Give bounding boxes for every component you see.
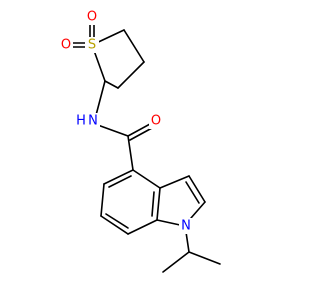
bond-inner-c3-c2-pyrrole bbox=[185, 181, 200, 204]
bond-n-c-carbonyl bbox=[94, 123, 129, 137]
structure-drawing: S O O N H O N bbox=[59, 9, 221, 273]
atom-oxygen-sulfonyl-left: O bbox=[61, 38, 71, 53]
bond-c5-c6 bbox=[100, 183, 105, 217]
atom-amide-hydrogen: H bbox=[76, 114, 86, 129]
bond-n1-ch bbox=[185, 231, 190, 253]
atom-amide-oxygen: O bbox=[151, 114, 161, 129]
bond-c-carbonyl-c4 bbox=[127, 135, 134, 171]
bond-c4-c3 bbox=[117, 61, 145, 89]
bonds bbox=[71, 23, 221, 273]
bond-c2-n1 bbox=[190, 201, 206, 219]
bond-c3a-c4 bbox=[132, 169, 161, 189]
bond-c7-c7a bbox=[127, 219, 158, 235]
atom-oxygen-sulfonyl-top: O bbox=[87, 10, 97, 25]
bond-c3-c2 bbox=[104, 80, 119, 89]
bond-inner-c4-c5 bbox=[108, 175, 132, 188]
atom-indole-nitrogen: N bbox=[181, 219, 191, 234]
bond-ch-ch3-left bbox=[162, 251, 190, 273]
atom-sulfur: S bbox=[88, 38, 96, 53]
bond-c4-c5 bbox=[103, 169, 134, 185]
bond-ch-ch3-right bbox=[188, 251, 221, 265]
bond-inner-c6-c7 bbox=[105, 213, 129, 229]
bond-c-o-b bbox=[129, 127, 153, 141]
bond-c5-c4 bbox=[123, 29, 145, 63]
bond-c6-c7 bbox=[100, 215, 129, 235]
bond-c3-n bbox=[94, 80, 106, 120]
bond-c-o-a bbox=[127, 123, 151, 137]
bond-n1-c7a bbox=[156, 219, 181, 226]
bond-c7a-c3a bbox=[156, 187, 161, 221]
molecule-diagram: S O O N H O N bbox=[59, 9, 221, 273]
atom-amide-nitrogen: N bbox=[88, 114, 98, 129]
bond-c3-c2-pyrrole bbox=[188, 175, 206, 203]
atom-labels: S O O N H O N bbox=[59, 9, 193, 234]
bond-inner-c7a-c3a bbox=[151, 191, 155, 217]
bond-c3a-c3 bbox=[159, 175, 190, 189]
